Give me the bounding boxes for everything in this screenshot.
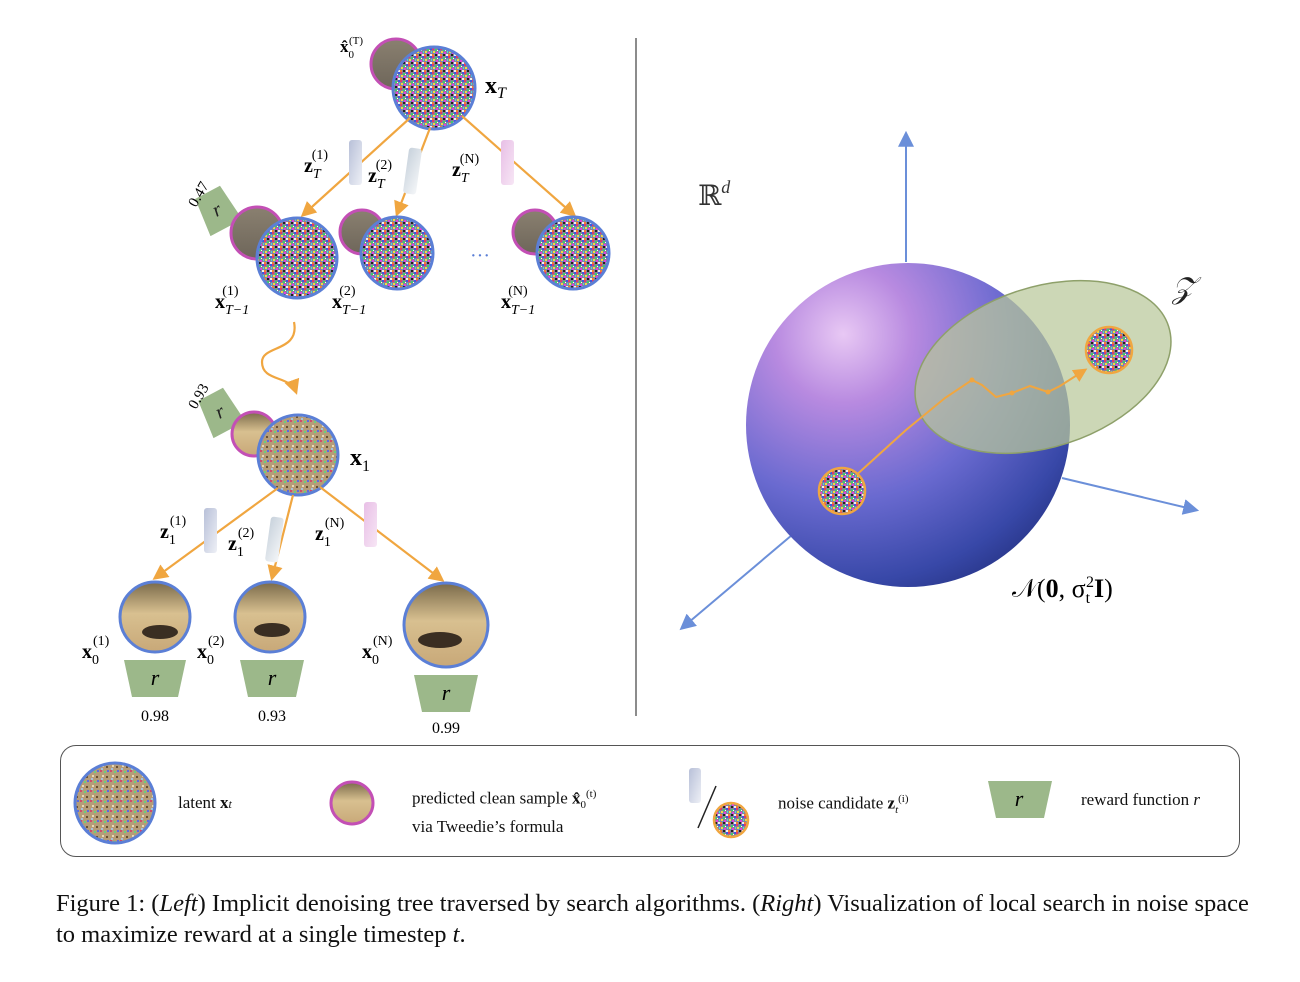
leaf-1-reward: 0.98 [141, 708, 169, 725]
animal-shape [142, 625, 178, 639]
legend-reward-symbol: r [1015, 786, 1024, 811]
leaf-n-reward: 0.99 [432, 720, 460, 737]
legend-pred-text: predicted clean sample x̂0(t)via Tweedie… [412, 788, 597, 837]
noise-candidate-bar [501, 140, 514, 185]
noise-label-1-2: z1(2) [228, 526, 255, 560]
leaf-n-label: x0(N) [362, 634, 393, 668]
leaf-2-label: x0(2) [197, 634, 225, 668]
leaf-1-reward-symbol: r [151, 665, 160, 690]
animal-shape [254, 623, 290, 637]
feasible-region [914, 279, 1172, 455]
caption-left-tag: Left [159, 890, 198, 917]
child-n-label: xT−1(N) [501, 284, 535, 318]
leaf-2-image [233, 580, 307, 654]
noise-space-visualization: ℝd 𝒵 𝒩(0, σt2I) [679, 130, 1202, 631]
legend-latent-text: latent xt [178, 793, 232, 812]
noise-candidate-bar [364, 502, 377, 547]
leaf-n-reward-symbol: r [442, 680, 451, 705]
legend-noise-circle-icon [712, 801, 750, 839]
axis-right [1061, 477, 1200, 515]
local-search-path [841, 368, 1088, 489]
root-latent-node [391, 45, 477, 131]
legend-slash [697, 785, 717, 829]
leaf-2-reward: 0.93 [258, 708, 286, 725]
legend-noise-bar-icon [689, 768, 701, 803]
region-label: 𝒵 [1171, 272, 1202, 305]
noise-label-1-n: z1(N) [315, 516, 345, 550]
leaf-n-reward-box [414, 675, 478, 712]
child-2-label: xT−1(2) [332, 284, 366, 318]
noise-candidate-bar [349, 140, 362, 185]
arrow-root-to-child-n [461, 115, 577, 218]
sphere-label: 𝒩(0, σt2I) [1012, 574, 1113, 607]
caption-prefix: Figure 1: [56, 890, 146, 917]
leaf-1-label: x0(1) [82, 634, 110, 668]
noise-label-T-n: zT(N) [452, 152, 479, 186]
child-2-latent-node [359, 215, 435, 291]
x1-label: x1 [350, 445, 370, 475]
legend-pred-icon [329, 780, 375, 826]
noise-label-T-2: zT(2) [368, 158, 392, 192]
tree-ellipsis: ··· [470, 245, 490, 267]
search-step-dot [1045, 389, 1051, 395]
arrow-x1-to-leaf-2 [267, 494, 295, 581]
animal-shape [418, 632, 462, 648]
caption-text-2: Visualization of local search in noise s… [56, 890, 1249, 948]
x1-latent-node [256, 413, 340, 497]
leaf-1-image [118, 580, 192, 654]
child-1-latent-node [255, 216, 339, 300]
figure-caption: Figure 1: (Left) Implicit denoising tree… [56, 890, 1249, 948]
start-noise-sample [817, 466, 867, 516]
search-step-dot [1009, 390, 1015, 396]
leaf-n-image [402, 581, 490, 669]
legend-noise-text: noise candidate zt(i) [778, 793, 909, 817]
caption-text-1: Implicit denoising tree traversed by sea… [211, 890, 746, 917]
squiggle-arrow [260, 321, 300, 395]
end-noise-sample [1084, 325, 1134, 375]
legend-box [60, 745, 1240, 857]
noise-label-1-1: z1(1) [160, 514, 187, 548]
legend-reward-text: reward function r [1081, 790, 1200, 809]
reward-box-intermediate-1: r [195, 185, 243, 237]
axis-left [679, 534, 793, 631]
arrow-x1-to-leaf-n [319, 486, 445, 582]
leaf-2-reward-box [240, 660, 304, 697]
leaf-1-reward-box [124, 660, 186, 697]
legend-reward-icon [988, 781, 1052, 818]
leaf-2-reward-symbol: r [268, 665, 277, 690]
child-1-label: xT−1(1) [215, 284, 249, 318]
noise-candidate-bar [403, 147, 422, 195]
caption-right-tag: Right [760, 890, 814, 917]
space-label: ℝd [698, 177, 731, 212]
denoising-tree: x̂0(T) xT zT(1) zT(2) zT(N) r 0.47 ··· x… [82, 35, 611, 737]
root-latent-label: xT [485, 73, 507, 102]
legend-icons: r [73, 761, 1052, 845]
root-pred-label: x̂0(T) [340, 35, 363, 61]
noise-candidate-bar [204, 508, 217, 553]
legend-latent-icon [73, 761, 157, 845]
noise-label-T-1: zT(1) [304, 148, 328, 182]
noise-candidate-bar [265, 516, 284, 563]
search-step-dot [969, 377, 975, 383]
child-n-latent-node [535, 215, 611, 291]
